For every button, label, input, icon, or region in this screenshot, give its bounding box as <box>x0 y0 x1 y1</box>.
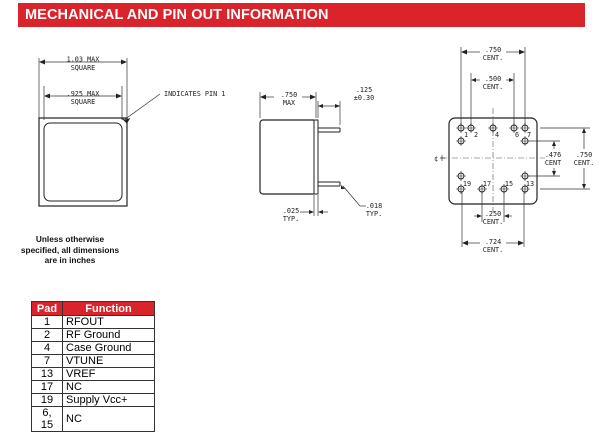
table-row: 6, 15 NC <box>31 406 155 432</box>
table-row: 1 RFOUT <box>31 315 155 329</box>
pin-label-4: 4 <box>495 131 499 139</box>
pad-cell: 6, 15 <box>31 406 63 432</box>
function-cell: VREF <box>62 367 155 381</box>
function-cell: VTUNE <box>62 354 155 368</box>
bottom-outer-top-dim: .750 <box>485 46 501 54</box>
pad-cell: 2 <box>31 328 63 342</box>
note-line-2: specified, all dimensions <box>20 244 120 255</box>
pin-label-1: 1 <box>464 131 468 139</box>
top-view: 1.03 MAX SQUARE .925 MAX SQUARE INDICATE… <box>38 56 225 207</box>
top-inner-dim: .925 MAX <box>67 90 101 98</box>
pin-function-table: Pad Function 1 RFOUT 2 RF Ground 4 Case … <box>31 301 155 432</box>
pad-cell: 19 <box>31 393 63 407</box>
pin-dia-word: TYP. <box>366 210 382 218</box>
bottom-view: ¢ .750 CENT. .500 CENT. <box>434 46 594 254</box>
table-row: 19 Supply Vcc+ <box>31 393 155 407</box>
function-cell: NC <box>62 406 155 432</box>
section-title: MECHANICAL AND PIN OUT INFORMATION <box>25 7 329 23</box>
side-height-dim: .750 <box>281 91 297 99</box>
function-cell: NC <box>62 380 155 394</box>
bottom-outer-top-word: CENT. <box>483 54 503 62</box>
top-inner-square <box>43 122 123 202</box>
function-cell: Case Ground <box>62 341 155 355</box>
table-row: 7 VTUNE <box>31 354 155 368</box>
table-row: 13 VREF <box>31 367 155 381</box>
bottom-outer-dim: .724 <box>485 238 501 246</box>
pin-label-2: 2 <box>474 131 478 139</box>
top-max-dim: 1.03 MAX <box>67 56 101 64</box>
pin-length-tol: ±0.30 <box>354 94 374 102</box>
right-inner-word: CENT <box>545 159 561 167</box>
table-row: 4 Case Ground <box>31 341 155 355</box>
mechanical-drawing: 1.03 MAX SQUARE .925 MAX SQUARE INDICATE… <box>38 46 594 254</box>
top-inner-dim-word: SQUARE <box>71 98 96 106</box>
side-view: .750 MAX .125 ±0.30 .025 TYP. .018 TYP. <box>259 86 382 223</box>
pad-cell: 4 <box>31 341 63 355</box>
pin-length-dim: .125 <box>356 86 372 94</box>
right-outer-word: CENT. <box>574 159 594 167</box>
note-line-3: are in inches <box>44 255 96 265</box>
bottom-inner-word: CENT. <box>483 218 503 226</box>
pin-offset-word: TYP. <box>283 215 299 223</box>
right-inner-dim: .476 <box>545 151 561 159</box>
function-cell: Supply Vcc+ <box>62 393 155 407</box>
bottom-inner-dim: .250 <box>485 210 501 218</box>
pin-label-15: 15 <box>505 180 513 188</box>
side-height-dim-word: MAX <box>283 99 296 107</box>
pad-cell: 7 <box>31 354 63 368</box>
pin-label-6: 6 <box>515 131 519 139</box>
top-max-dim-word: SQUARE <box>71 64 96 72</box>
table-row: 17 NC <box>31 380 155 394</box>
pin1-indicator-note: INDICATES PIN 1 <box>164 90 225 98</box>
centerline-symbol: ¢ <box>434 155 438 163</box>
pin-label-13: 13 <box>526 180 534 188</box>
bottom-inner-top-word: CENT. <box>483 83 503 91</box>
pin-label-17: 17 <box>483 180 491 188</box>
table-row: 2 RF Ground <box>31 328 155 342</box>
function-column-header: Function <box>62 301 155 316</box>
right-outer-dim: .750 <box>576 151 592 159</box>
pad-column-header: Pad <box>31 301 63 316</box>
pin-label-19: 19 <box>463 180 471 188</box>
top-outer-square <box>38 117 128 207</box>
pin-label-7: 7 <box>527 131 531 139</box>
note-line-1: Unless otherwise <box>35 234 105 244</box>
section-header-banner: MECHANICAL AND PIN OUT INFORMATION <box>18 3 585 27</box>
table-header-row: Pad Function <box>31 301 155 316</box>
bottom-outer-word: CENT. <box>483 246 503 254</box>
pad-cell: 17 <box>31 380 63 394</box>
pad-cell: 1 <box>31 315 63 329</box>
pin-dia-dim: .018 <box>366 202 382 210</box>
dimensions-note: Unless otherwise specified, all dimensio… <box>18 234 122 266</box>
pad-cell: 13 <box>31 367 63 381</box>
pin-offset-dim: .025 <box>283 207 299 215</box>
side-body <box>259 119 317 195</box>
function-cell: RFOUT <box>62 315 155 329</box>
function-cell: RF Ground <box>62 328 155 342</box>
bottom-inner-top-dim: .500 <box>485 75 501 83</box>
